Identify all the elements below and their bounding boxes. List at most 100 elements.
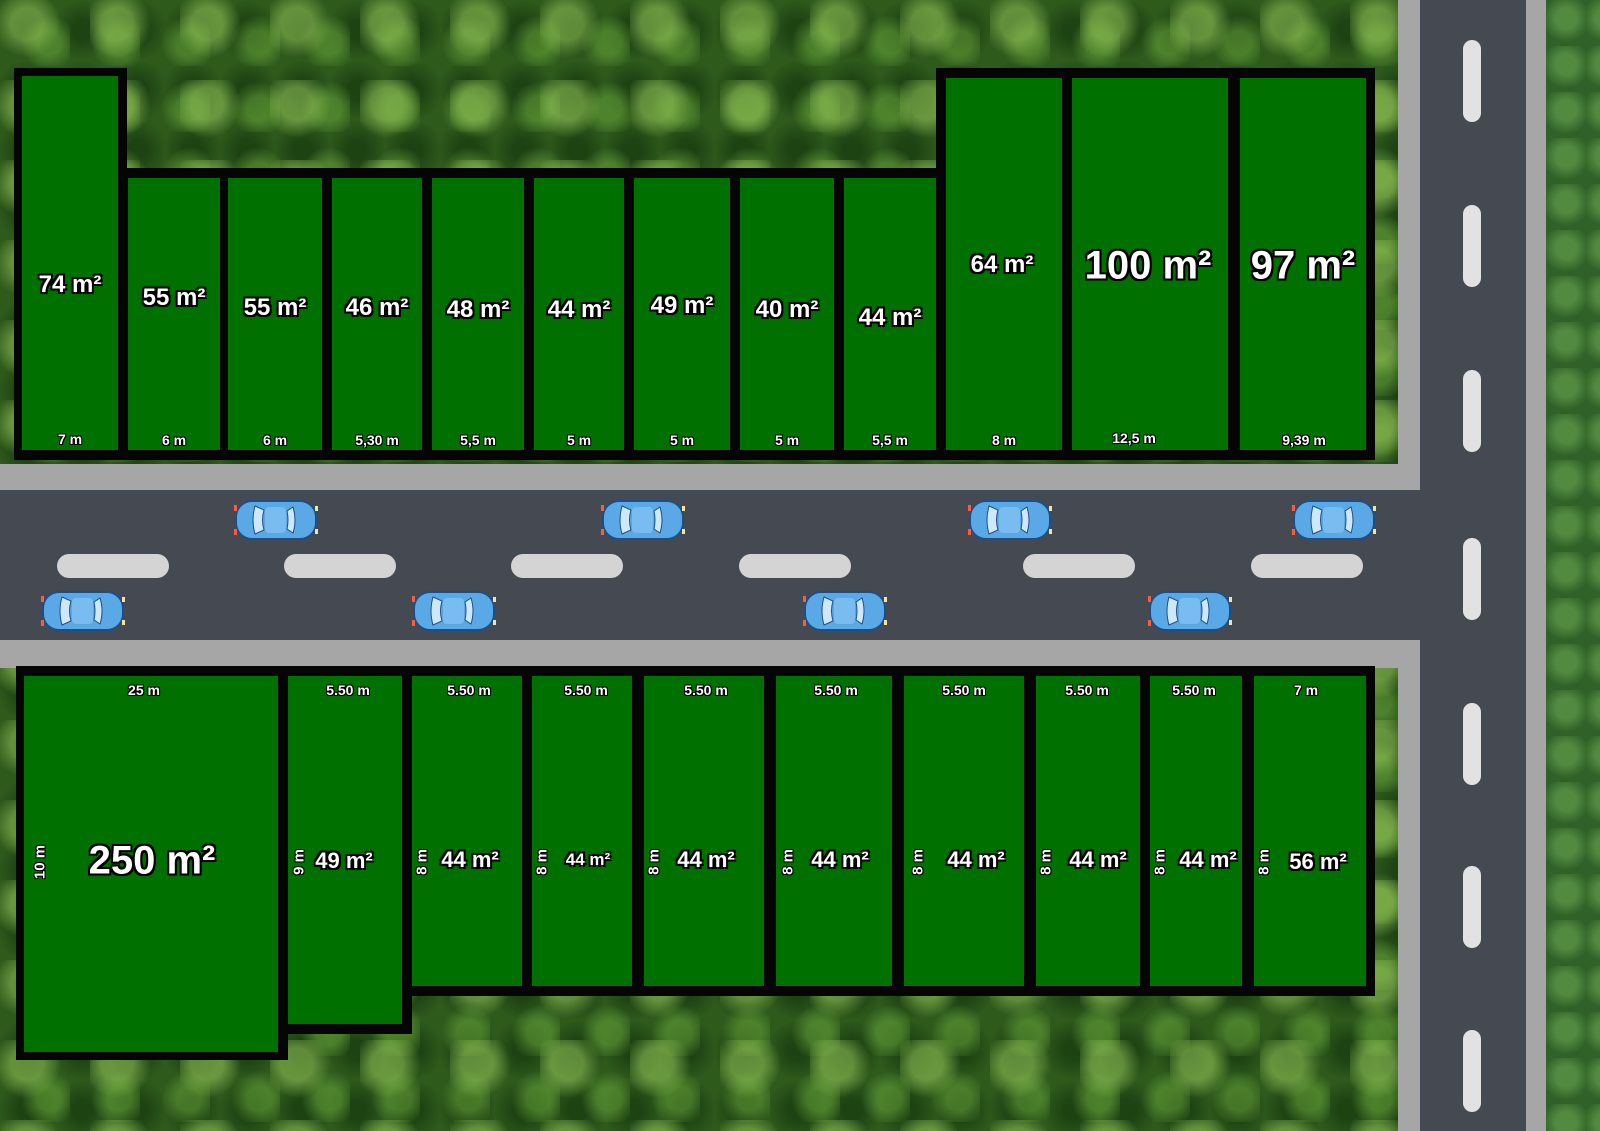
lot-width-label: 7 m — [57, 431, 83, 447]
lot-top-2[interactable]: 55 m² 6 m — [128, 178, 220, 450]
road-lane-marking — [1251, 554, 1363, 578]
lot-depth-label: 8 m — [645, 849, 663, 875]
lot-bottom-6[interactable]: 5.50 m 8 m 44 m² — [776, 676, 892, 986]
lot-area-label: 44 m² — [677, 847, 735, 872]
lot-bottom-2[interactable]: 5.50 m 9 m 49 m² — [288, 676, 402, 1024]
lot-area-label: 100 m² — [1084, 243, 1212, 288]
lot-width-label: 7 m — [1293, 682, 1319, 698]
car-icon — [965, 497, 1055, 543]
lot-width-label: 5.50 m — [447, 682, 491, 698]
lot-depth-label: 8 m — [1151, 849, 1169, 875]
lot-top-10[interactable]: 64 m² 8 m — [946, 78, 1062, 450]
lot-area-label: 250 m² — [88, 838, 216, 883]
lot-area-label: 46 m² — [345, 294, 409, 321]
lot-depth-label: 8 m — [413, 849, 431, 875]
lot-width-label: 6 m — [262, 432, 288, 448]
lot-width-label: 9,39 m — [1282, 432, 1326, 448]
lot-width-label: 5.50 m — [814, 682, 858, 698]
lot-bottom-8[interactable]: 5.50 m 8 m 44 m² — [1036, 676, 1140, 986]
lot-depth-label: 8 m — [1037, 849, 1055, 875]
car-icon — [800, 588, 890, 634]
lot-area-label: 44 m² — [547, 296, 611, 323]
lot-area-label: 44 m² — [1069, 847, 1127, 872]
lot-width-label: 5.50 m — [564, 682, 608, 698]
lot-depth-label: 10 m — [31, 844, 49, 880]
lot-width-label: 5 m — [566, 432, 592, 448]
horizontal-sidewalk-bottom — [0, 640, 1420, 668]
lot-area-label: 44 m² — [947, 847, 1005, 872]
lot-bottom-9[interactable]: 5.50 m 8 m 44 m² — [1150, 676, 1242, 986]
lot-top-5[interactable]: 48 m² 5,5 m — [432, 178, 524, 450]
car-icon — [409, 588, 499, 634]
car-icon — [231, 497, 321, 543]
lot-width-label: 8 m — [991, 432, 1017, 448]
lot-width-label: 5,5 m — [460, 432, 496, 448]
road-lane-marking — [511, 554, 623, 578]
lot-top-4[interactable]: 46 m² 5,30 m — [332, 178, 422, 450]
lot-bottom-5[interactable]: 5.50 m 8 m 44 m² — [644, 676, 764, 986]
lot-area-label: 44 m² — [565, 850, 611, 869]
vertical-sidewalk-right — [1526, 0, 1546, 1131]
road-lane-marking — [1023, 554, 1135, 578]
lot-area-label: 44 m² — [441, 847, 499, 872]
lot-width-label: 12,5 m — [1112, 430, 1156, 446]
lot-top-7[interactable]: 49 m² 5 m — [634, 178, 730, 450]
lot-width-label: 25 m — [128, 682, 160, 698]
lot-area-label: 49 m² — [315, 848, 373, 873]
road-lane-marking — [1463, 703, 1481, 785]
lot-width-label: 5.50 m — [1065, 682, 1109, 698]
car-icon — [598, 497, 688, 543]
road-lane-marking — [1463, 866, 1481, 948]
road-lane-marking — [1463, 205, 1481, 287]
lot-area-label: 44 m² — [1179, 847, 1237, 872]
road-lane-marking — [57, 554, 169, 578]
lot-area-label: 44 m² — [858, 304, 922, 331]
car-icon — [38, 588, 128, 634]
lot-top-6[interactable]: 44 m² 5 m — [534, 178, 624, 450]
car-icon — [1145, 588, 1235, 634]
road-lane-marking — [284, 554, 396, 578]
lot-area-label: 48 m² — [446, 296, 510, 323]
lot-depth-label: 9 m — [290, 849, 308, 875]
lot-bottom-4[interactable]: 5.50 m 8 m 44 m² — [532, 676, 632, 986]
road-lane-marking — [1463, 40, 1481, 122]
lot-area-label: 74 m² — [38, 271, 102, 298]
lot-width-label: 6 m — [161, 432, 187, 448]
lot-width-label: 5.50 m — [326, 682, 370, 698]
lot-bottom-7[interactable]: 5.50 m 8 m 44 m² — [904, 676, 1024, 986]
lot-area-label: 97 m² — [1250, 243, 1356, 288]
lot-width-label: 5 m — [774, 432, 800, 448]
lot-width-label: 5 m — [669, 432, 695, 448]
lot-depth-label: 8 m — [533, 849, 551, 875]
road-lane-marking — [1463, 1030, 1481, 1112]
road-lane-marking — [1463, 370, 1481, 452]
road-lane-marking — [1463, 538, 1481, 620]
lot-bottom-10[interactable]: 7 m 8 m 56 m² — [1254, 676, 1366, 986]
lot-top-9[interactable]: 44 m² 5,5 m — [844, 178, 936, 450]
lot-area-label: 44 m² — [811, 847, 869, 872]
forest-strip — [1546, 0, 1600, 1131]
lot-top-12[interactable]: 97 m² 9,39 m — [1240, 78, 1366, 450]
lot-width-label: 5.50 m — [1172, 682, 1216, 698]
horizontal-sidewalk-top — [0, 464, 1420, 490]
lot-top-8[interactable]: 40 m² 5 m — [740, 178, 834, 450]
lot-top-3[interactable]: 55 m² 6 m — [228, 178, 322, 450]
lot-area-label: 55 m² — [142, 284, 206, 311]
lot-depth-label: 8 m — [1255, 849, 1273, 875]
lot-depth-label: 8 m — [909, 849, 927, 875]
lot-width-label: 5.50 m — [684, 682, 728, 698]
lot-bottom-1[interactable]: 25 m 10 m 250 m² — [24, 676, 278, 1052]
road-lane-marking — [739, 554, 851, 578]
lot-bottom-3[interactable]: 5.50 m 8 m 44 m² — [412, 676, 522, 986]
lot-width-label: 5,30 m — [355, 432, 399, 448]
lot-width-label: 5.50 m — [942, 682, 986, 698]
lot-area-label: 64 m² — [970, 251, 1034, 278]
lot-area-label: 49 m² — [650, 292, 714, 319]
lot-top-11[interactable]: 100 m² 12,5 m — [1072, 78, 1228, 450]
lot-area-label: 56 m² — [1289, 849, 1347, 874]
car-icon — [1289, 497, 1379, 543]
lot-area-label: 55 m² — [243, 294, 307, 321]
lot-depth-label: 8 m — [779, 849, 797, 875]
lot-top-1[interactable]: 74 m² 7 m — [22, 76, 118, 450]
